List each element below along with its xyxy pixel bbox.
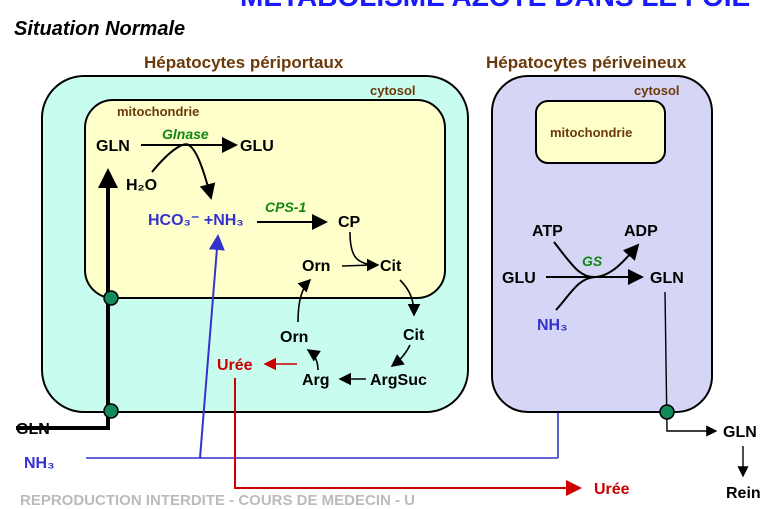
- glu-perivenous-label: GLU: [502, 270, 536, 287]
- uree-blood-label: Urée: [594, 481, 630, 498]
- cit-cytosol-label: Cit: [403, 327, 425, 344]
- h2o-label: H₂O: [126, 177, 157, 194]
- perivenous-heading: Hépatocytes périveineux: [486, 53, 687, 72]
- gln-label: GLN: [96, 138, 130, 155]
- page-title: MÉTABOLISME AZOTÉ DANS LE FOIE: [240, 0, 750, 12]
- gln-perivenous-label: GLN: [650, 270, 684, 287]
- enzyme-cps1: CPS-1: [265, 199, 306, 215]
- uree-cytosol-label: Urée: [217, 357, 253, 374]
- cp-label: CP: [338, 214, 361, 231]
- enzyme-glnase: Glnase: [162, 126, 209, 142]
- subtitle: Situation Normale: [14, 18, 185, 40]
- gln-blood-out-label: GLN: [723, 424, 757, 441]
- arg-label: Arg: [302, 372, 330, 389]
- transporter-icon: [103, 403, 119, 419]
- mitochondria-label-perivenous: mitochondrie: [550, 125, 632, 140]
- watermark: REPRODUCTION INTERDITE - COURS DE MEDECI…: [20, 492, 415, 509]
- hco3-nh3-label: HCO₃⁻ +NH₃: [148, 212, 244, 229]
- glu-label: GLU: [240, 138, 274, 155]
- mitochondria-label: mitochondrie: [117, 104, 199, 119]
- periportal-heading: Hépatocytes périportaux: [144, 53, 344, 72]
- orn-mito-label: Orn: [302, 258, 330, 275]
- mitochondria-perivenous: [535, 100, 666, 164]
- cit-mito-label: Cit: [380, 258, 402, 275]
- orn-cytosol-label: Orn: [280, 329, 308, 346]
- transporter-icon: [659, 404, 675, 420]
- enzyme-gs: GS: [582, 253, 603, 269]
- cytosol-label: cytosol: [370, 83, 416, 98]
- transporter-icon: [103, 290, 119, 306]
- nh3-perivenous-label: NH₃: [537, 317, 568, 334]
- cytosol-label-perivenous: cytosol: [634, 83, 680, 98]
- argsuc-label: ArgSuc: [370, 372, 427, 389]
- atp-label: ATP: [532, 223, 563, 240]
- adp-label: ADP: [624, 223, 658, 240]
- rein-label: Rein: [726, 485, 761, 502]
- gln-blood-in-label: GLN: [16, 421, 50, 438]
- nh3-blood-label: NH₃: [24, 455, 55, 472]
